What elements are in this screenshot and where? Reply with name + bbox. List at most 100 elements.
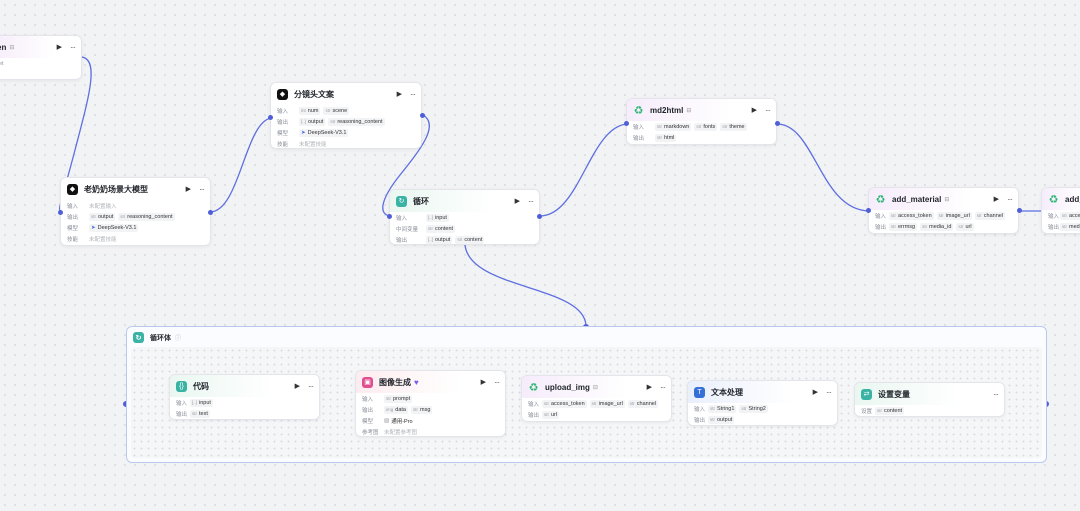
output-label: 输出: [1048, 224, 1060, 231]
output-tag: [..]output: [426, 235, 453, 244]
set-variable-icon: ⇄: [861, 388, 872, 400]
more-icon[interactable]: ···: [410, 89, 416, 99]
node-title: 文本处理: [711, 387, 743, 397]
more-icon[interactable]: ···: [993, 389, 999, 399]
model-icon: ▧: [384, 417, 390, 424]
run-icon[interactable]: ▶: [514, 198, 520, 205]
more-icon[interactable]: ···: [826, 387, 832, 397]
port-input[interactable]: [624, 121, 629, 126]
port-input[interactable]: [268, 115, 273, 120]
model-tag: ➤DeepSeek-V3.1: [89, 223, 139, 232]
node-header: ♻ add_ne: [1042, 188, 1080, 210]
run-icon[interactable]: ▶: [646, 384, 652, 391]
port-output[interactable]: [420, 113, 425, 118]
image-gen-icon: ▣: [362, 376, 373, 388]
model-tag: ➤DeepSeek-V3.1: [299, 128, 349, 137]
model-value: 通用-Pro: [391, 418, 413, 425]
output-tag: [..]output: [299, 117, 326, 126]
plugin-recycle-icon: ♻: [528, 381, 539, 394]
node-title: 设置变量: [878, 389, 910, 399]
skill-placeholder: 未配置技能: [89, 236, 117, 243]
loop-icon: ↻: [396, 195, 407, 207]
run-icon[interactable]: ▶: [185, 186, 191, 193]
node-header: ▣ 图像生成 ♥ ▶ ···: [356, 371, 505, 393]
input-label: 输入: [875, 213, 887, 220]
run-icon[interactable]: ▶: [480, 379, 486, 386]
skill-label: 技能: [277, 141, 289, 148]
input-label: 输入: [277, 108, 289, 115]
output-label: 输出: [528, 412, 540, 419]
more-icon[interactable]: ···: [765, 105, 771, 115]
favorite-heart-icon[interactable]: ♥: [414, 377, 419, 387]
run-icon[interactable]: ▶: [812, 389, 818, 396]
version-icon: ⊟: [9, 44, 15, 51]
input-label: 输入: [633, 124, 645, 131]
run-icon[interactable]: ▶: [993, 196, 999, 203]
port-output[interactable]: [775, 121, 780, 126]
port-input[interactable]: [866, 208, 871, 213]
reference-label: 参考图: [362, 429, 379, 436]
more-icon[interactable]: ···: [1007, 194, 1013, 204]
plugin-recycle-icon: ♻: [875, 193, 886, 206]
more-icon[interactable]: ···: [528, 196, 534, 206]
info-icon[interactable]: ⓘ: [175, 336, 182, 342]
plugin-recycle-icon: ♻: [633, 104, 644, 117]
port-output[interactable]: [208, 210, 213, 215]
node-title: add_material: [892, 194, 942, 204]
more-icon[interactable]: ···: [494, 377, 500, 387]
node-title: 分镜头文案: [294, 89, 334, 99]
llm-icon: ◆: [277, 88, 288, 100]
output-label: 输出: [176, 411, 188, 418]
output-label: 输出: [277, 119, 289, 126]
code-icon: {}: [176, 380, 187, 392]
output-label: 输出: [633, 135, 645, 142]
row-text: ret: [0, 60, 4, 67]
run-icon[interactable]: ▶: [294, 383, 300, 390]
port-output[interactable]: [1017, 208, 1022, 213]
input-label: 输入: [528, 401, 540, 408]
node-header: ◆ 分镜头文案 ▶ ···: [271, 83, 421, 105]
port-input[interactable]: [58, 210, 63, 215]
loop-body-header: ↻ 循环体 ⓘ: [133, 332, 181, 343]
skill-placeholder: 未配置技能: [299, 141, 327, 148]
node-title: 老奶奶场景大模型: [84, 184, 148, 194]
output-label: 输出: [396, 237, 408, 244]
port-input[interactable]: [387, 214, 392, 219]
run-icon[interactable]: ▶: [56, 44, 62, 51]
more-icon[interactable]: ···: [199, 184, 205, 194]
node-title: add_ne: [1065, 194, 1080, 204]
node-title: 代码: [193, 381, 209, 391]
intermediate-label: 中间变量: [396, 226, 419, 233]
partial-node-en[interactable]: en ⊟ ▶ ··· ret: [0, 35, 82, 80]
port-output[interactable]: [537, 214, 542, 219]
more-icon[interactable]: ···: [660, 382, 666, 392]
more-icon[interactable]: ···: [308, 381, 314, 391]
run-icon[interactable]: ▶: [751, 107, 757, 114]
run-icon[interactable]: ▶: [396, 91, 402, 98]
skill-label: 技能: [67, 236, 79, 243]
plugin-recycle-icon: ♻: [1048, 193, 1059, 206]
more-icon[interactable]: ···: [70, 42, 76, 52]
